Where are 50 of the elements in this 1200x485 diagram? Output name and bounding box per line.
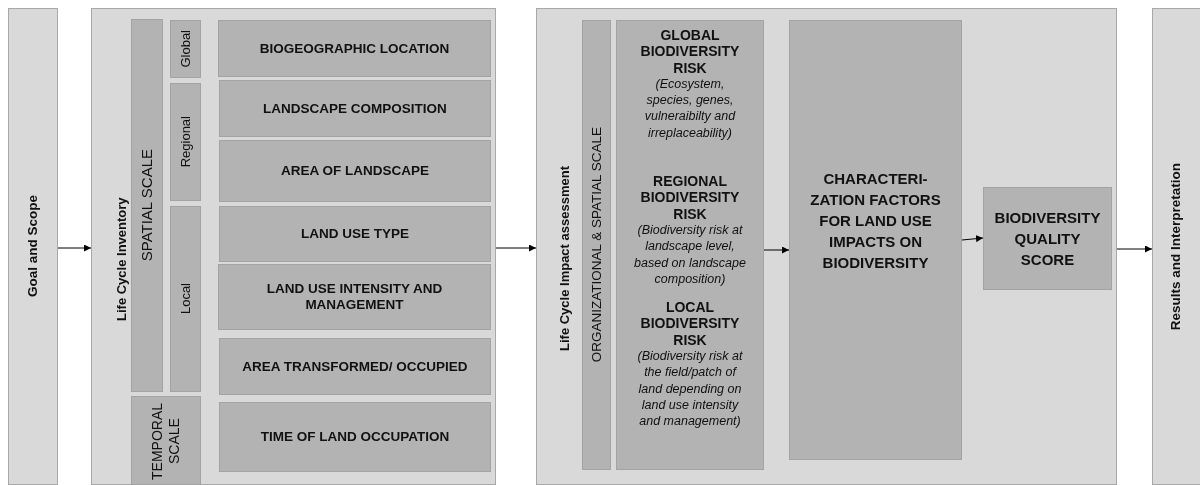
arrow bbox=[1116, 245, 1153, 253]
inventory-box bbox=[219, 140, 491, 202]
scale-level-bar bbox=[170, 20, 201, 78]
box-label: TIME OF LAND OCCUPATION bbox=[260, 429, 450, 445]
vertical-label: ORGANIZATIONAL & SPATIAL SCALE bbox=[588, 127, 605, 363]
scale-level-bar bbox=[170, 206, 201, 392]
scale-level-bar bbox=[170, 83, 201, 201]
score-box bbox=[983, 187, 1112, 290]
scale-bar bbox=[131, 19, 163, 392]
vertical-label: Results and Interpretation bbox=[1168, 162, 1184, 331]
vertical-label: Regional bbox=[177, 116, 194, 168]
stage-title: Life Cycle Inventory bbox=[114, 196, 130, 323]
stage-panel bbox=[91, 8, 496, 485]
scale-bar bbox=[131, 396, 201, 485]
vertical-label: Local bbox=[177, 283, 194, 315]
vertical-label: Global bbox=[177, 30, 194, 68]
risk-description: (Biodiversity risk at the field/patch of land depending on land use intensity and management) bbox=[636, 348, 744, 430]
stage-panel bbox=[536, 8, 1117, 485]
arrow bbox=[495, 244, 537, 252]
arrow bbox=[961, 235, 984, 243]
box-label: BIODIVERSITY QUALITY SCORE bbox=[993, 208, 1102, 270]
inventory-box bbox=[218, 20, 491, 77]
factors-box bbox=[789, 20, 962, 460]
risk-column bbox=[616, 20, 764, 470]
inventory-box bbox=[219, 206, 491, 262]
inventory-box bbox=[219, 402, 491, 472]
stage-panel bbox=[1152, 8, 1200, 485]
inventory-box bbox=[219, 338, 491, 395]
vertical-label: Goal and Scope bbox=[25, 195, 41, 298]
box-label: LAND USE INTENSITY AND MANAGEMENT bbox=[265, 281, 444, 313]
box-label: LAND USE TYPE bbox=[301, 226, 409, 242]
risk-description: (Biodiversity risk at landscape level, based on landscape composition) bbox=[633, 221, 747, 288]
arrow bbox=[57, 244, 92, 252]
risk-heading: REGIONAL BIODIVERSITY RISK bbox=[639, 173, 741, 222]
stage-title: Life Cycle Impact assessment bbox=[557, 165, 573, 354]
box-label: CHARACTERI- ZATION FACTORS FOR LAND USE IMPACTS ON BIODIVERSITY bbox=[809, 168, 942, 273]
risk-heading: GLOBAL BIODIVERSITY RISK bbox=[639, 27, 741, 76]
stage-panel bbox=[8, 8, 58, 485]
risk-heading: LOCAL BIODIVERSITY RISK bbox=[639, 299, 741, 349]
inventory-box bbox=[218, 264, 491, 330]
arrow bbox=[763, 246, 790, 254]
box-label: AREA OF LANDSCAPE bbox=[281, 163, 429, 179]
box-label: AREA TRANSFORMED/ OCCUPIED bbox=[242, 358, 468, 375]
scale-bar bbox=[582, 20, 611, 470]
box-label: LANDSCAPE COMPOSITION bbox=[263, 100, 447, 117]
risk-description: (Ecosystem, species, genes, vulneraibilty and irreplaceability) bbox=[643, 75, 737, 142]
vertical-label: TEMPORAL SCALE bbox=[149, 401, 183, 481]
vertical-label: SPATIAL SCALE bbox=[139, 149, 155, 262]
inventory-box bbox=[219, 80, 491, 137]
box-label: BIOGEOGRAPHIC LOCATION bbox=[259, 40, 450, 57]
